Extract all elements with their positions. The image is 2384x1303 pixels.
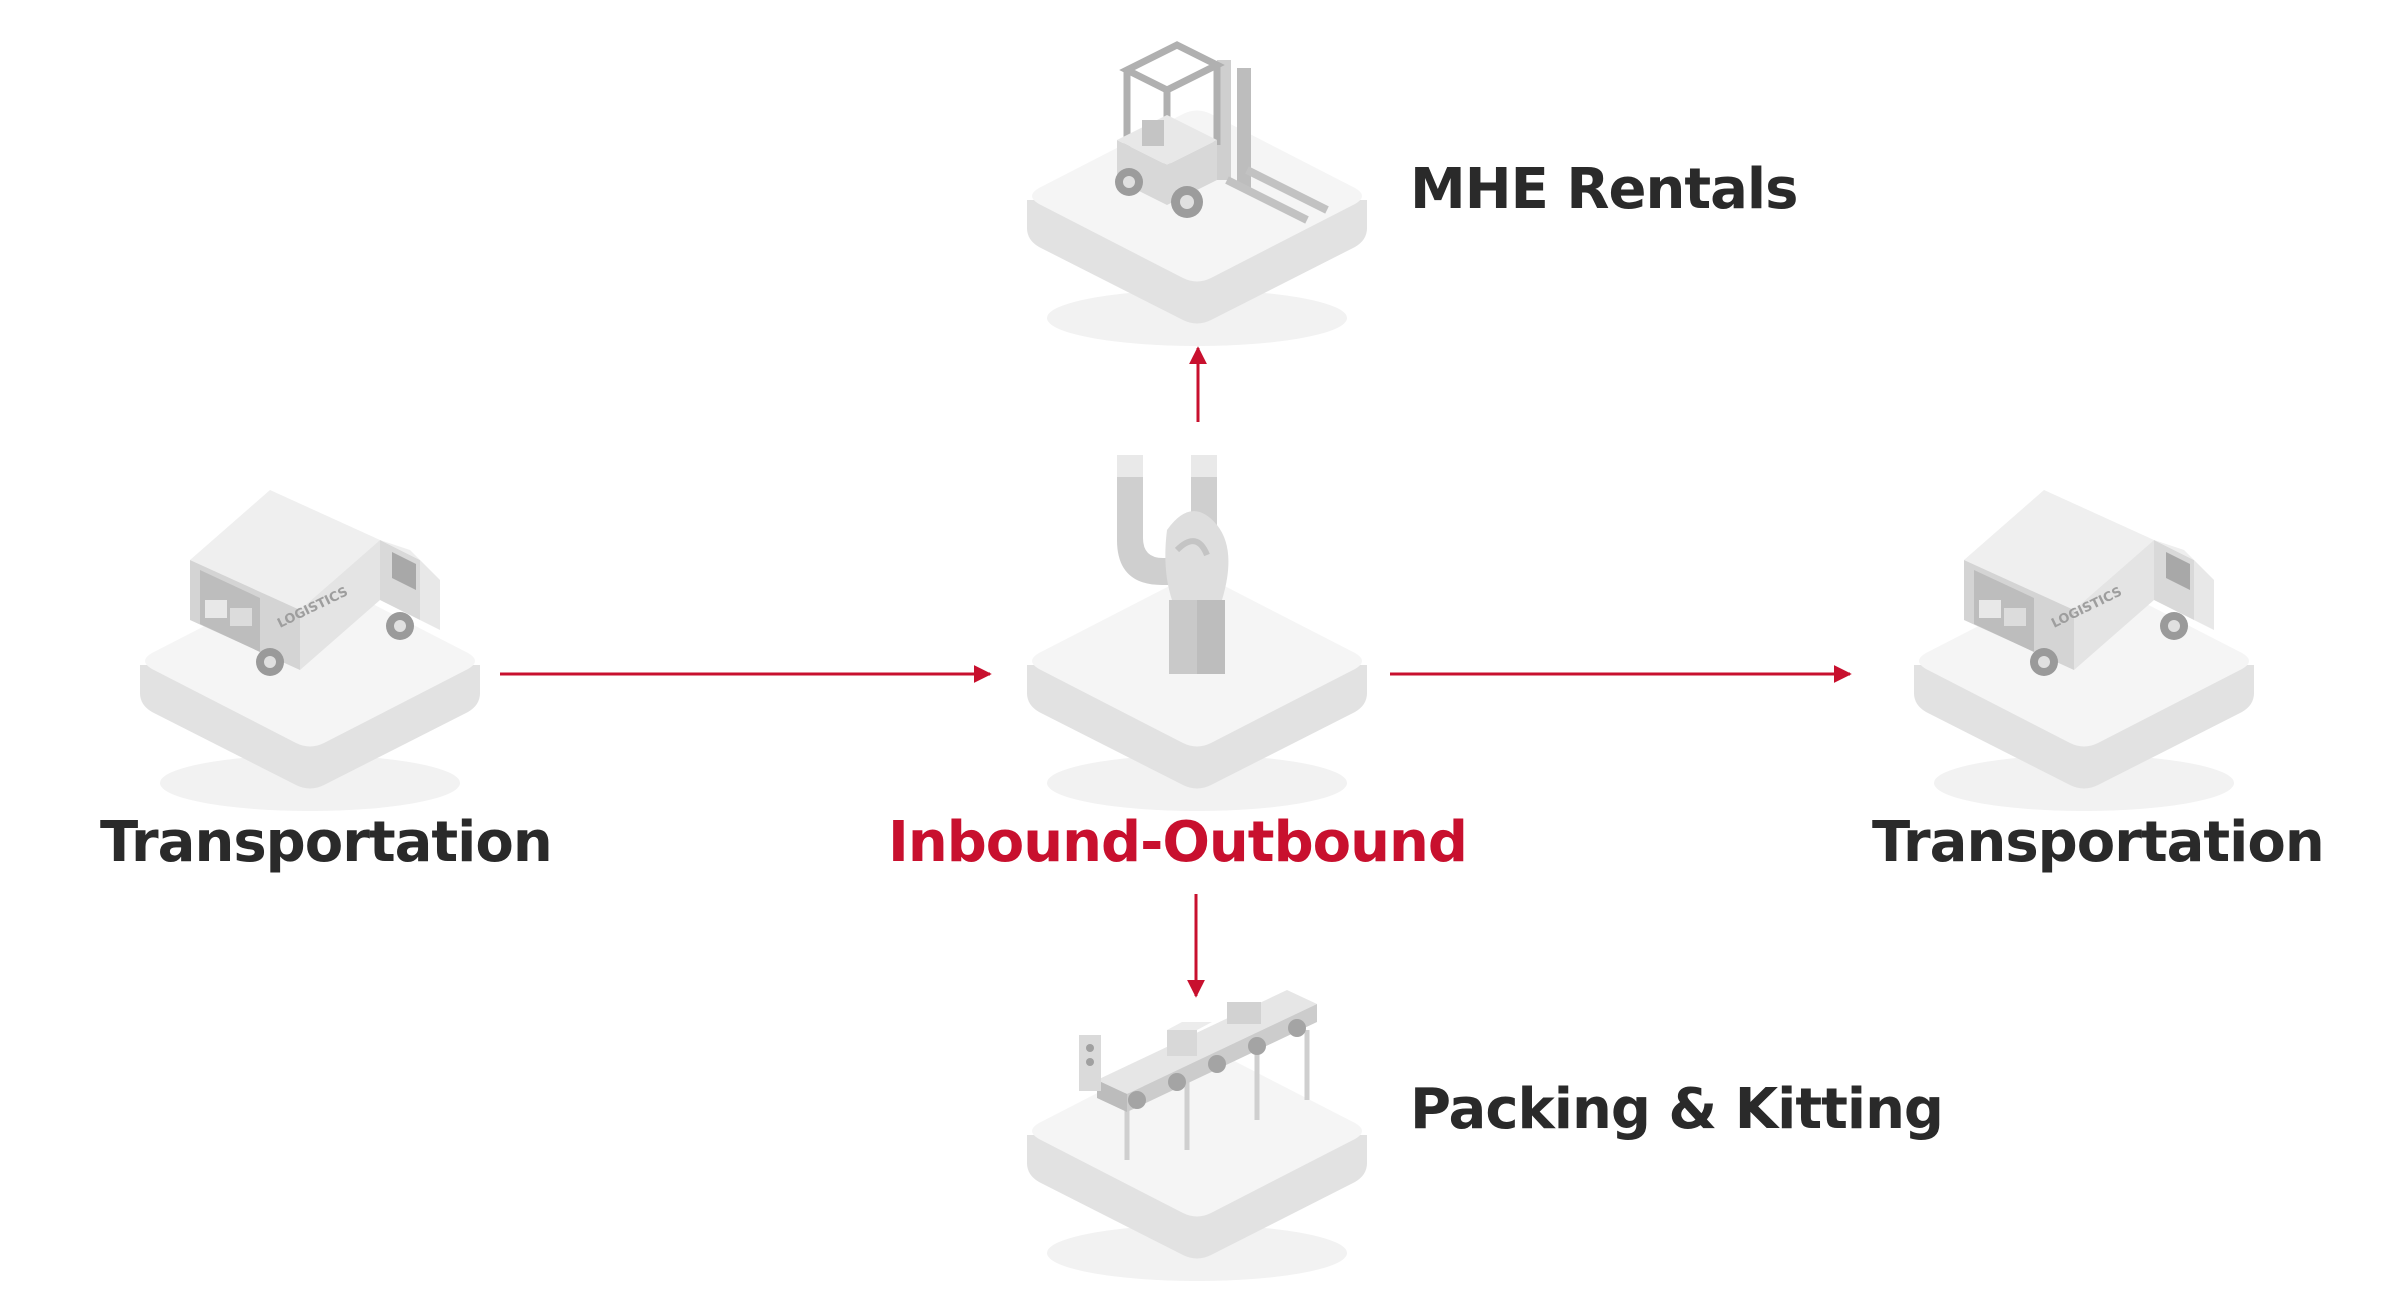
node-transportation-left: LOGISTICS	[140, 490, 480, 811]
node-label-mhe-rentals: MHE Rentals	[1410, 157, 1798, 222]
conveyor-belt-icon	[1079, 990, 1317, 1160]
delivery-truck-icon: LOGISTICS	[1964, 490, 2214, 676]
node-transportation-right: LOGISTICS	[1914, 490, 2254, 811]
node-label-packing-kitting: Packing & Kitting	[1410, 1077, 1944, 1142]
forklift-icon	[1115, 41, 1329, 224]
node-mhe-rentals	[1027, 41, 1367, 346]
magnet-hand-icon	[1117, 455, 1229, 674]
node-packing-kitting	[1027, 990, 1367, 1281]
node-inbound-outbound	[1027, 455, 1367, 811]
delivery-truck-icon: LOGISTICS	[190, 490, 440, 676]
platform-shape	[1027, 1045, 1367, 1281]
node-label-transportation-left: Transportation	[100, 810, 553, 875]
node-label-transportation-right: Transportation	[1872, 810, 2325, 875]
node-label-inbound-outbound: Inbound-Outbound	[888, 810, 1468, 875]
